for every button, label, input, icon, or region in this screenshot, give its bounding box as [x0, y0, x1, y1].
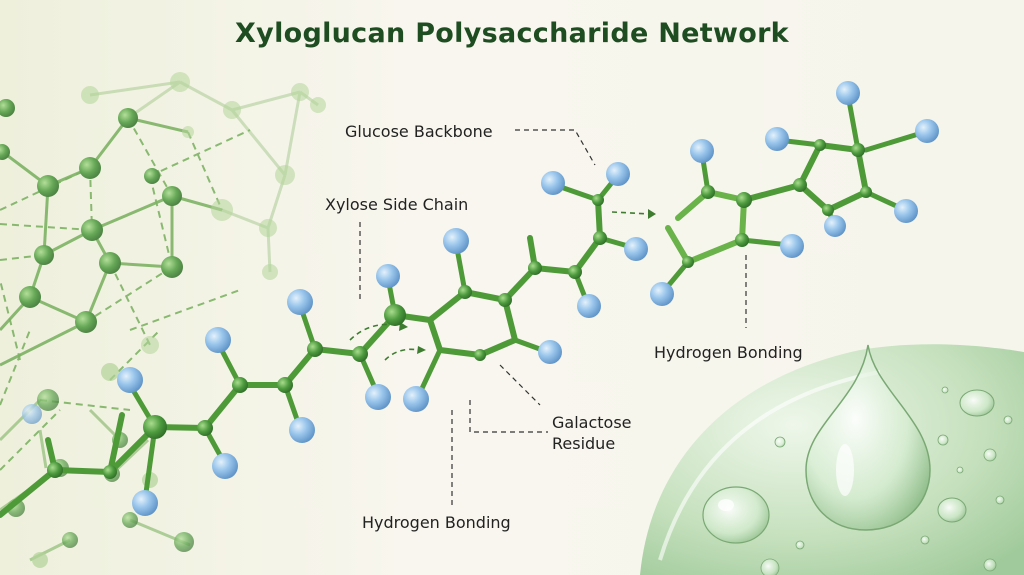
page-title: Xyloglucan Polysaccharide Network	[235, 18, 789, 49]
arrowheads	[399, 209, 656, 354]
oxygen-atoms	[117, 81, 939, 516]
hydrogen-bond-arrows	[349, 211, 651, 361]
label-hydrogen-bonding-bottom: Hydrogen Bonding	[362, 513, 511, 532]
background-network	[0, 72, 326, 568]
carbon-atoms	[47, 139, 872, 479]
label-glucose-backbone: Glucose Backbone	[345, 122, 493, 141]
label-galactose-line2: Residue	[552, 434, 616, 453]
label-galactose-residue: Galactose Residue	[552, 412, 632, 454]
label-galactose-line1: Galactose	[552, 413, 632, 432]
leader-lines	[359, 129, 747, 505]
water-gel-illustration	[640, 344, 1024, 575]
label-xylose-side-chain: Xylose Side Chain	[325, 195, 469, 214]
label-hydrogen-bonding-right: Hydrogen Bonding	[654, 343, 803, 362]
